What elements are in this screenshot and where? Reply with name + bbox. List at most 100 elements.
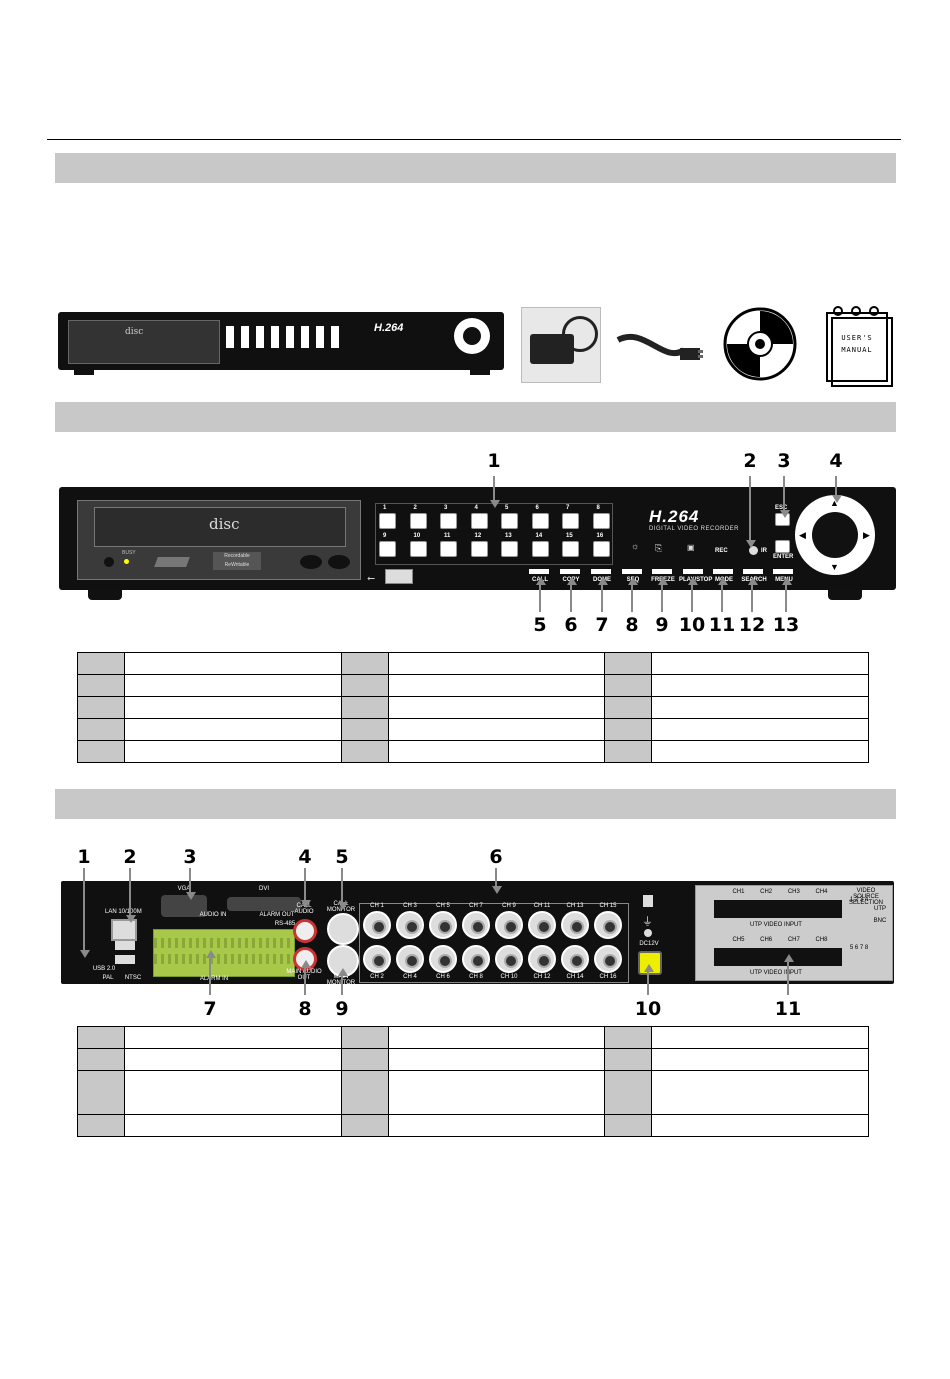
rs485-label: RS-485 bbox=[274, 921, 296, 927]
callout-arrowhead bbox=[718, 577, 728, 585]
call-monitor-bnc[interactable] bbox=[327, 913, 359, 945]
ground-terminal bbox=[643, 895, 653, 907]
section-header-rear-panel bbox=[55, 789, 896, 819]
front-foot-right bbox=[828, 590, 862, 600]
channel-key-11[interactable] bbox=[440, 541, 457, 557]
channel-key-16[interactable] bbox=[592, 541, 610, 557]
callout-arrow bbox=[304, 868, 306, 900]
channel-key-13[interactable] bbox=[501, 541, 518, 557]
nav-left-icon[interactable]: ◀ bbox=[799, 530, 806, 540]
channel-key-label: 3 bbox=[444, 505, 448, 511]
utp-switch-numbers-bottom: 5 6 7 8 bbox=[849, 945, 869, 951]
bnc-input-connector[interactable] bbox=[462, 911, 490, 939]
callout-3: 3 bbox=[777, 450, 791, 472]
eject-button-2[interactable] bbox=[328, 555, 350, 569]
alarm-terminal-block[interactable] bbox=[153, 929, 295, 977]
channel-key-6[interactable] bbox=[531, 513, 549, 529]
bnc-input-connector[interactable] bbox=[594, 945, 622, 973]
nav-up-icon[interactable]: ▲ bbox=[830, 498, 839, 508]
power-adapter-image bbox=[521, 307, 601, 383]
channel-key-5[interactable] bbox=[501, 513, 518, 529]
usb-port-1[interactable] bbox=[115, 941, 135, 950]
table-row bbox=[77, 652, 869, 675]
call-audio-jack[interactable] bbox=[293, 919, 317, 943]
utp-ch-label: CH7 bbox=[787, 937, 800, 943]
front-usb-port[interactable] bbox=[385, 569, 413, 584]
callout-arrow bbox=[647, 972, 649, 995]
callout-4: 4 bbox=[829, 450, 843, 472]
dvr-thumb-foot-right bbox=[470, 370, 490, 375]
mini-channel-keys-row2 bbox=[226, 340, 346, 348]
bnc-input-connector[interactable] bbox=[363, 911, 391, 939]
manual-rings bbox=[833, 306, 879, 316]
copy-button[interactable] bbox=[560, 569, 580, 574]
channel-key-1[interactable] bbox=[379, 513, 396, 529]
channel-key-label: 8 bbox=[596, 505, 600, 511]
rec-label: REC bbox=[715, 548, 728, 554]
channel-key-3[interactable] bbox=[440, 513, 457, 529]
callout-arrow bbox=[189, 868, 191, 892]
alarm-out-label: ALARM OUT bbox=[259, 912, 295, 918]
mode-button[interactable] bbox=[713, 569, 733, 574]
channel-key-7[interactable] bbox=[562, 513, 579, 529]
callout-arrow bbox=[341, 868, 343, 902]
usb-port-2[interactable] bbox=[115, 955, 135, 964]
bnc-input-connector[interactable] bbox=[429, 945, 457, 973]
callout-arrowhead bbox=[490, 500, 500, 508]
bnc-input-connector[interactable] bbox=[396, 911, 424, 939]
freeze-button[interactable] bbox=[652, 569, 672, 574]
dvr-thumbnail: disc H.264 bbox=[58, 312, 504, 370]
channel-key-15[interactable] bbox=[562, 541, 579, 557]
bnc-input-connector[interactable] bbox=[429, 911, 457, 939]
call-button[interactable] bbox=[529, 569, 549, 574]
nav-down-icon[interactable]: ▼ bbox=[830, 562, 839, 572]
dvi-port[interactable] bbox=[227, 897, 301, 911]
alarm-in-label: ALARM IN bbox=[199, 976, 229, 982]
bnc-input-connector[interactable] bbox=[528, 911, 556, 939]
bnc-input-connector[interactable] bbox=[495, 911, 523, 939]
navigation-ring[interactable]: ▲ ▼ ◀ ▶ bbox=[795, 495, 875, 575]
disc-label: disc bbox=[125, 327, 144, 337]
copy-icon: ⎘ bbox=[655, 543, 663, 553]
channel-key-9[interactable] bbox=[379, 541, 396, 557]
enter-button[interactable] bbox=[775, 540, 790, 553]
menu-button[interactable] bbox=[773, 569, 793, 574]
callout-arrowhead bbox=[628, 577, 638, 585]
bnc-input-connector[interactable] bbox=[561, 945, 589, 973]
vga-port[interactable] bbox=[161, 895, 207, 917]
mini-nav-ring bbox=[454, 318, 490, 354]
callout-arrowhead bbox=[658, 577, 668, 585]
nav-right-icon[interactable]: ▶ bbox=[863, 530, 870, 540]
seq-button[interactable] bbox=[622, 569, 642, 574]
channel-key-label: 2 bbox=[413, 505, 417, 511]
channel-key-12[interactable] bbox=[470, 541, 488, 557]
channel-key-4[interactable] bbox=[470, 513, 488, 529]
play-stop-button[interactable] bbox=[683, 569, 703, 574]
channel-key-8[interactable] bbox=[592, 513, 610, 529]
cd-icon bbox=[723, 307, 797, 381]
utp-module: CH1 CH2 CH3 CH4 CH5 CH6 CH7 CH8 VIDEO SO… bbox=[695, 885, 893, 981]
dc-power-jack[interactable] bbox=[638, 951, 662, 975]
bnc-channel-label: CH 15 bbox=[599, 903, 617, 909]
rear-callout-10: 10 bbox=[634, 998, 662, 1020]
busy-led bbox=[124, 559, 129, 564]
callout-arrowhead bbox=[746, 540, 756, 548]
bnc-input-connector[interactable] bbox=[495, 945, 523, 973]
bnc-input-connector[interactable] bbox=[594, 911, 622, 939]
bnc-input-connector[interactable] bbox=[528, 945, 556, 973]
lan-port[interactable] bbox=[111, 919, 137, 941]
eject-button-1[interactable] bbox=[300, 555, 322, 569]
channel-key-14[interactable] bbox=[531, 541, 549, 557]
top-rule bbox=[47, 139, 901, 140]
bnc-channel-label: CH 3 bbox=[403, 903, 417, 909]
search-button[interactable] bbox=[743, 569, 763, 574]
bnc-input-connector[interactable] bbox=[462, 945, 490, 973]
channel-key-2[interactable] bbox=[409, 513, 427, 529]
bnc-input-connector[interactable] bbox=[363, 945, 391, 973]
dome-button[interactable] bbox=[591, 569, 611, 574]
channel-key-label: 15 bbox=[566, 533, 573, 539]
channel-key-10[interactable] bbox=[409, 541, 427, 557]
rear-callout-6: 6 bbox=[489, 846, 503, 868]
bnc-input-connector[interactable] bbox=[561, 911, 589, 939]
bnc-input-connector[interactable] bbox=[396, 945, 424, 973]
